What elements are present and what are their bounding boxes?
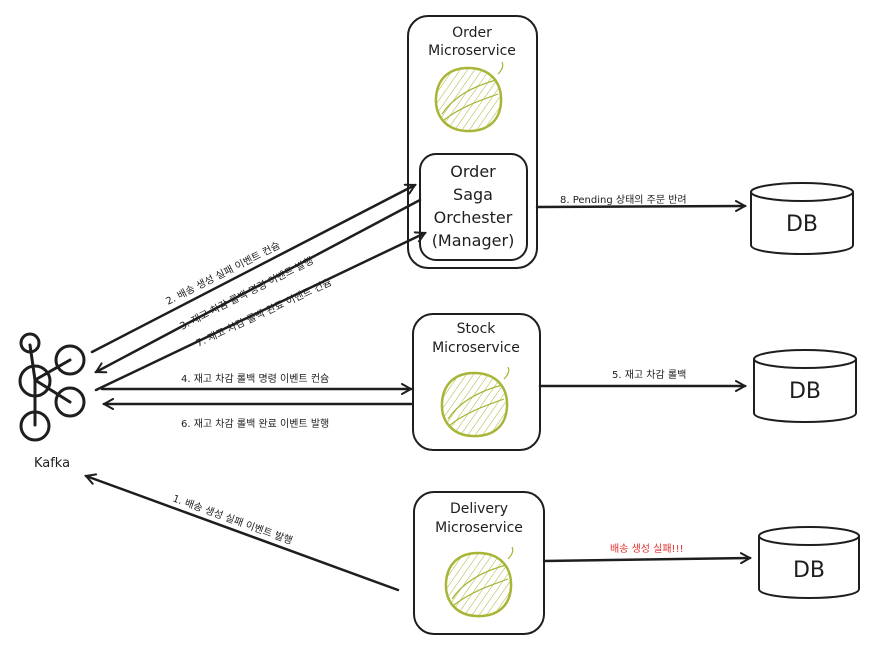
stock-service-title-1: Stock <box>457 321 497 337</box>
arrow-1 <box>86 476 400 592</box>
edge-label-8: 8. Pending 상태의 주문 반려 <box>560 194 687 206</box>
stock-db <box>753 349 857 423</box>
spring-leaf-icon <box>440 365 511 438</box>
saga-line-4: (Manager) <box>432 231 515 250</box>
order-db-label: DB <box>786 212 818 237</box>
order-service-title-1: Order <box>452 25 492 41</box>
delivery-microservice-box <box>413 491 545 635</box>
edge-label-2: 2. 배송 생성 실패 이벤트 컨슘 <box>164 239 282 307</box>
stock-microservice-box <box>412 313 541 451</box>
arrow-3 <box>96 198 422 374</box>
stock-db-label: DB <box>789 379 821 404</box>
saga-orchestrator-box <box>419 153 528 261</box>
order-db <box>750 182 854 255</box>
kafka-label: Kafka <box>34 456 70 471</box>
saga-line-1: Order <box>450 162 496 181</box>
edge-label-6: 6. 재고 차감 롤백 완료 이벤트 발행 <box>181 418 329 430</box>
edge-label-4: 4. 재고 차감 롤백 명령 이벤트 컨슘 <box>181 373 329 385</box>
arrow-7 <box>94 233 425 392</box>
delivery-db <box>758 526 860 599</box>
delivery-service-title-1: Delivery <box>450 501 508 517</box>
order-microservice-box <box>407 15 538 269</box>
delivery-db-label: DB <box>793 558 825 583</box>
saga-line-3: Orchester <box>434 208 513 227</box>
arrow-2 <box>90 185 415 354</box>
arrow-delivery-fail <box>542 558 750 561</box>
saga-line-2: Saga <box>453 185 493 204</box>
arrow-8 <box>535 206 745 207</box>
delivery-service-title-2: Microservice <box>435 520 523 536</box>
spring-leaf-icon <box>444 545 515 618</box>
edge-label-1: 1. 배송 생성 실패 이벤트 발행 <box>171 493 294 548</box>
stock-service-title-2: Microservice <box>432 340 520 356</box>
kafka-icon <box>18 332 86 442</box>
order-service-title-2: Microservice <box>428 43 516 59</box>
spring-leaf-icon <box>434 60 505 133</box>
edge-label-5: 5. 재고 차감 롤백 <box>612 369 686 381</box>
delivery-fail-label: 배송 생성 실패!!! <box>610 543 684 555</box>
